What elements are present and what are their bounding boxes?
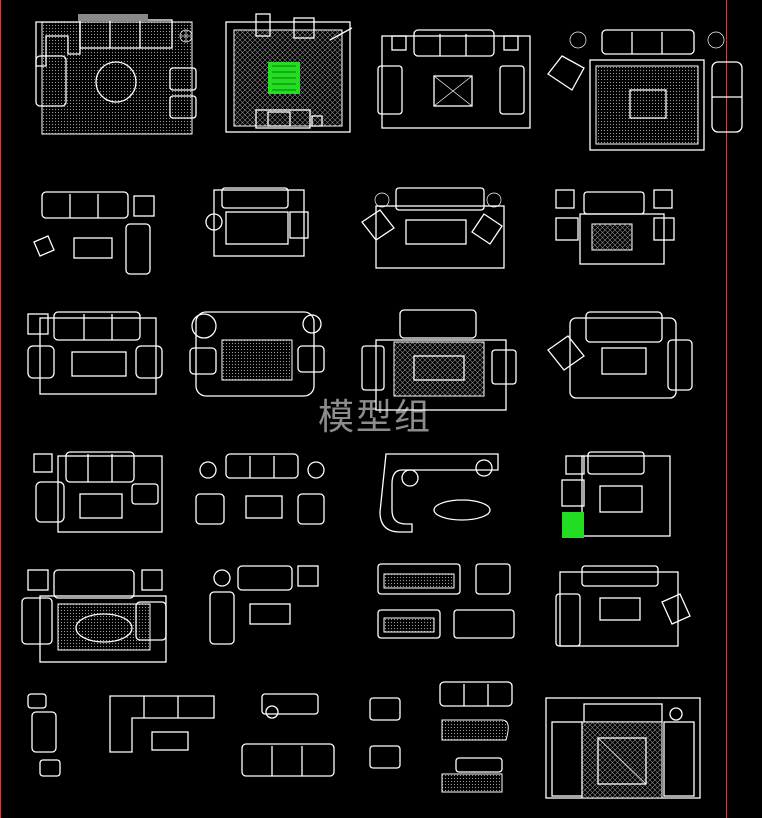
sofa-set-10[interactable] — [189, 311, 325, 397]
frame-border-left — [0, 0, 1, 818]
sofa-set-19[interactable] — [377, 563, 515, 639]
sofa-set-13[interactable] — [33, 451, 163, 533]
sofa-set-22[interactable] — [109, 695, 215, 753]
sofa-set-15[interactable] — [379, 453, 499, 533]
sofa-set-7[interactable] — [361, 187, 505, 269]
sofa-set-4[interactable] — [547, 29, 743, 151]
sofa-set-21[interactable] — [27, 693, 61, 777]
sofa-set-26[interactable] — [545, 697, 701, 799]
sofa-set-5[interactable] — [33, 191, 155, 275]
sofa-set-23[interactable] — [241, 693, 335, 777]
sofa-set-24[interactable] — [369, 697, 401, 769]
frame-border-right — [726, 0, 727, 818]
sofa-set-1[interactable] — [35, 14, 197, 135]
sofa-set-2[interactable] — [225, 13, 353, 133]
sofa-set-14[interactable] — [195, 453, 325, 525]
sofa-set-8[interactable] — [555, 189, 675, 265]
sofa-set-17[interactable] — [21, 569, 167, 663]
sofa-set-25[interactable] — [439, 681, 513, 793]
sofa-set-3[interactable] — [377, 29, 531, 129]
sofa-set-6[interactable] — [205, 187, 309, 257]
sofa-set-16[interactable] — [561, 451, 671, 538]
sofa-set-12[interactable] — [547, 311, 693, 399]
sofa-set-11[interactable] — [361, 309, 517, 411]
sofa-set-9[interactable] — [27, 311, 163, 395]
sofa-set-18[interactable] — [209, 565, 319, 645]
sofa-set-20[interactable] — [555, 565, 691, 647]
